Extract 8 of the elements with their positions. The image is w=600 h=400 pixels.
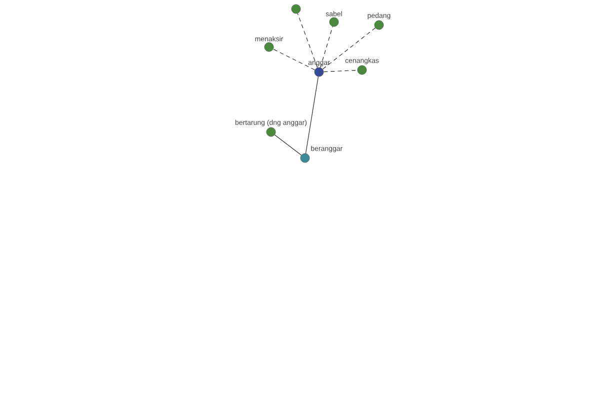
connector-line — [272, 48, 316, 70]
connector-line — [274, 134, 302, 156]
connector-line — [305, 76, 319, 154]
connector-line — [297, 13, 318, 68]
connector-line — [322, 28, 376, 70]
graph-node — [291, 4, 301, 14]
connector-line — [320, 26, 333, 68]
connector-line — [323, 70, 358, 72]
